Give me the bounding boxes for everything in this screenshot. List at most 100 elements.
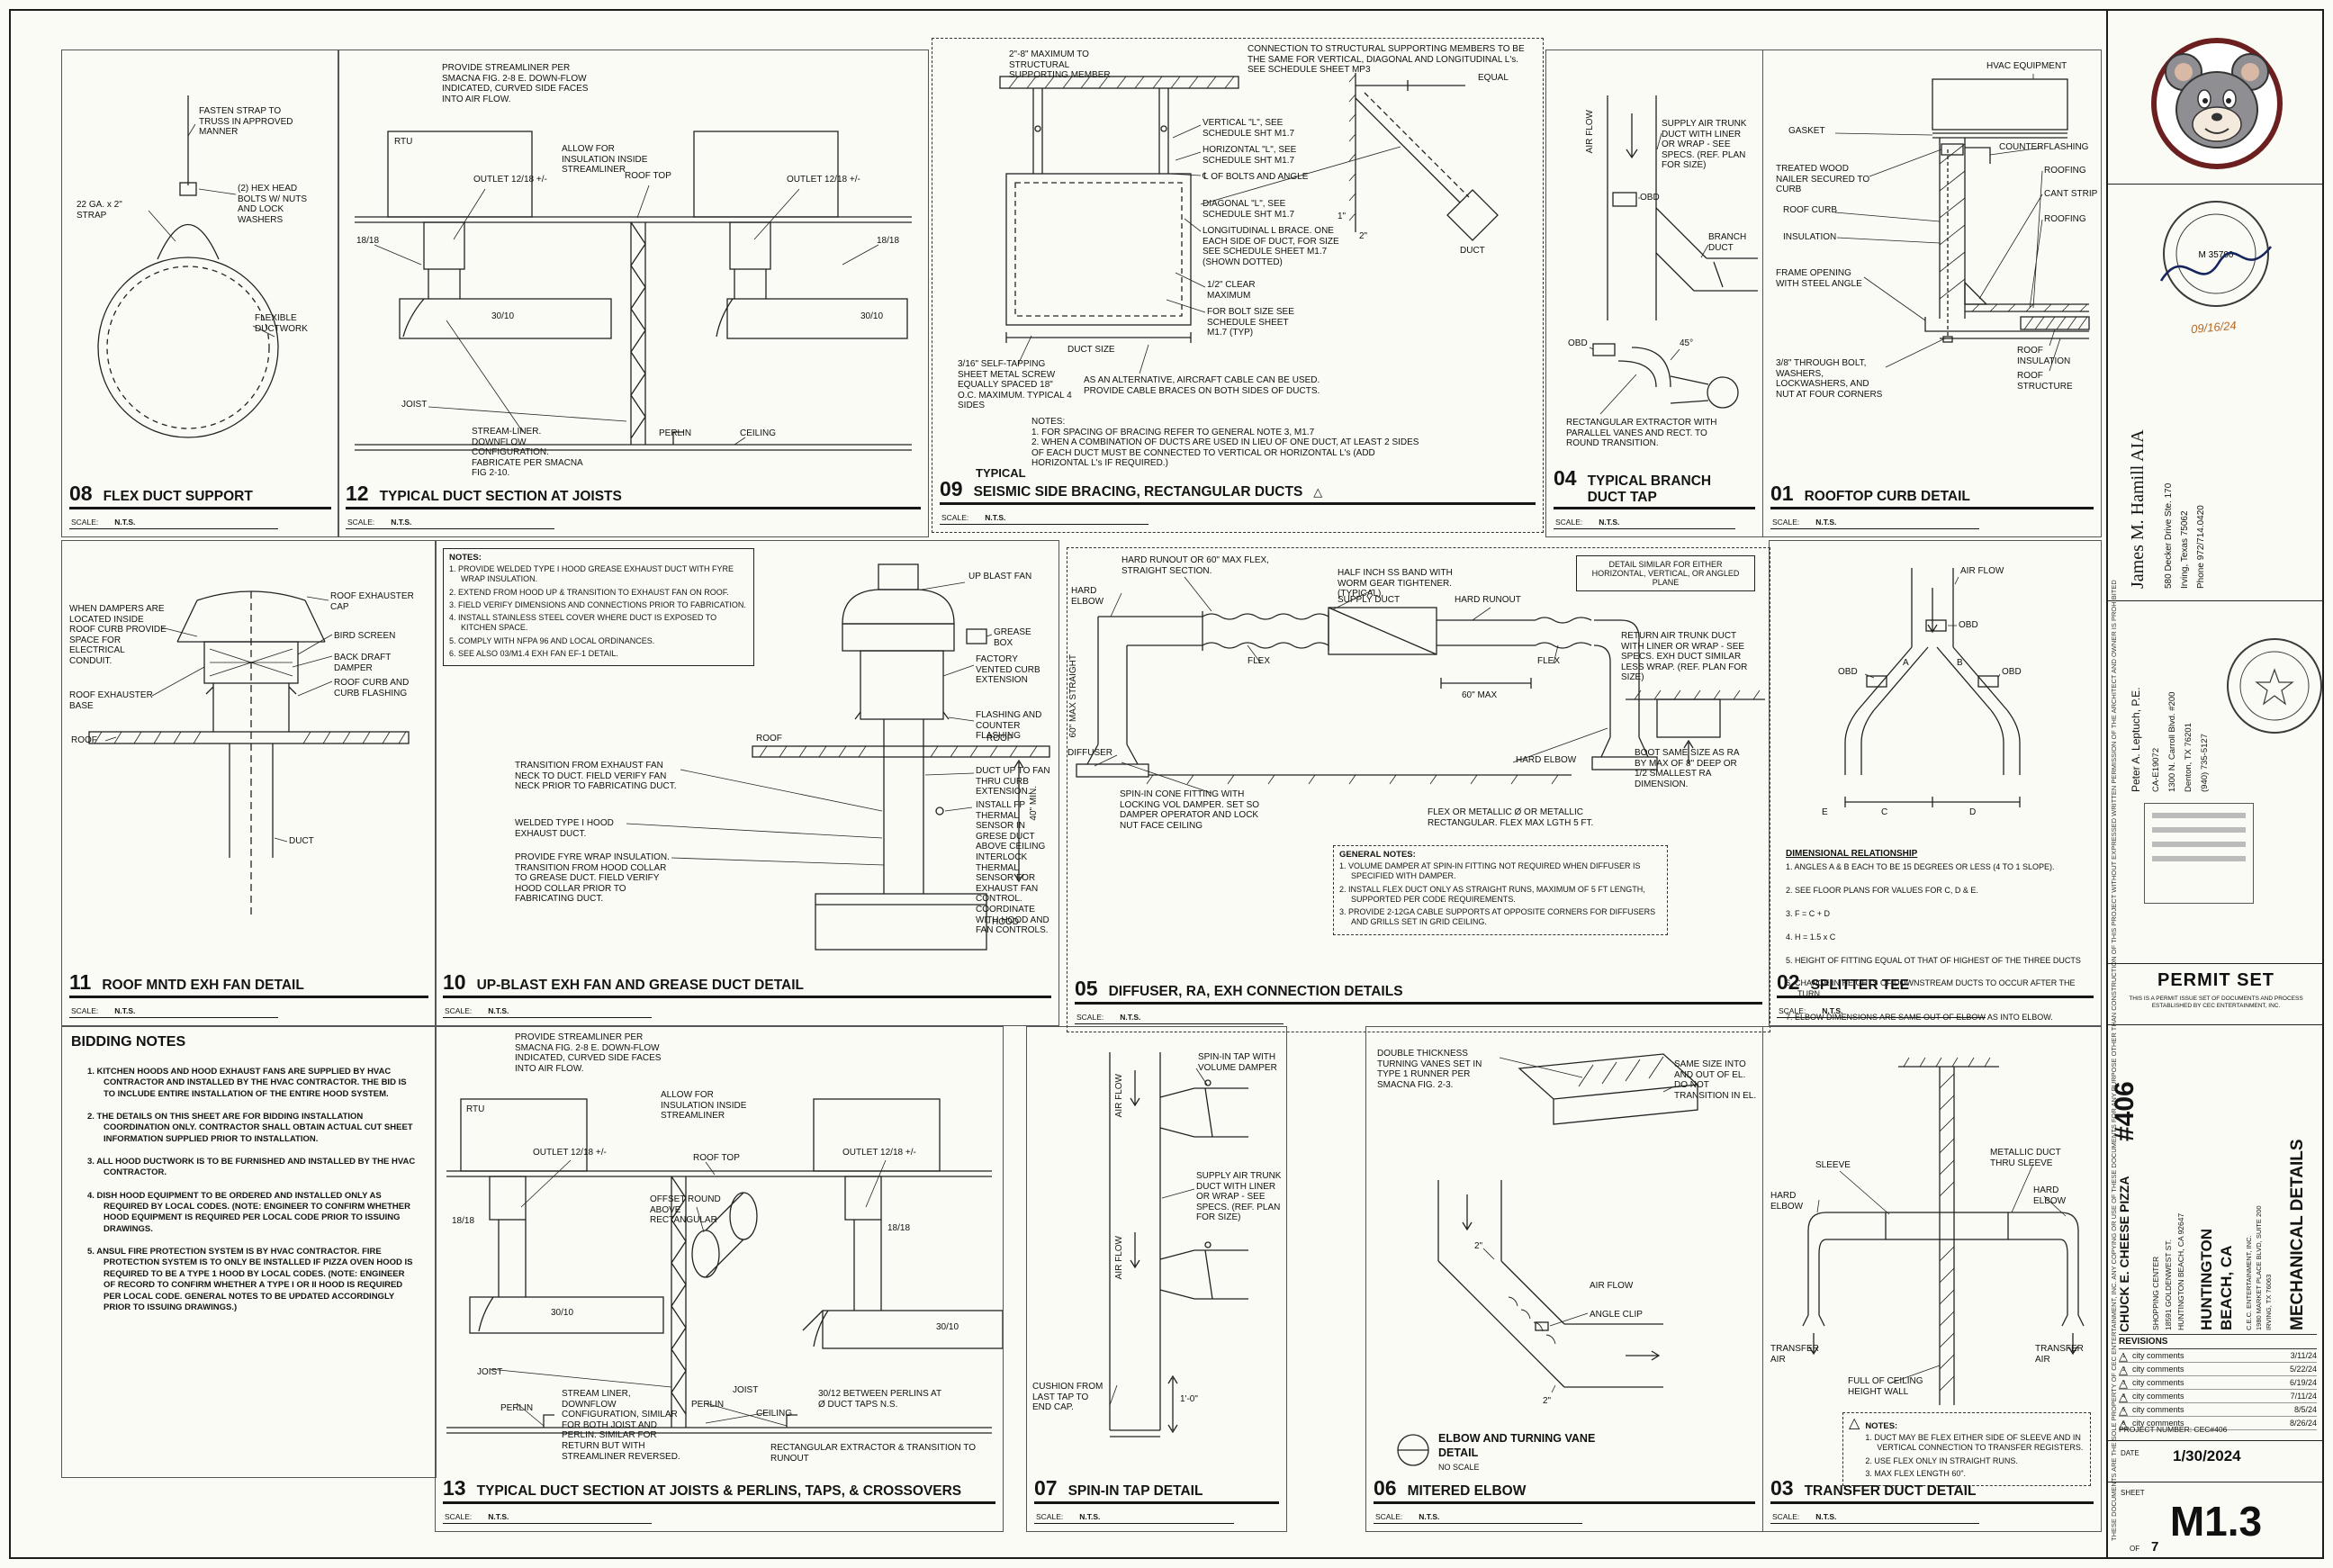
annotation: OBD — [2002, 667, 2022, 677]
annotation: OUTLET 12/18 +/- — [842, 1148, 916, 1158]
scale-value: N.T.S. — [488, 1512, 509, 1521]
scale-value: N.T.S. — [1822, 1006, 1843, 1015]
annotation: DUCT — [289, 836, 314, 846]
annotation: LONGITUDINAL L BRACE. ONE EACH SIDE OF D… — [1203, 226, 1339, 267]
note-item: 6. SEE ALSO 03/M1.4 EXH FAN EF-1 DETAIL. — [449, 648, 618, 658]
chuck-e-cheese-logo — [2151, 38, 2283, 169]
detail-name: TYPICAL DUCT SECTION AT JOISTS & PERLINS… — [476, 1483, 962, 1499]
sub-detail-caption: ELBOW AND TURNING VANE — [1438, 1432, 1596, 1445]
notes-box: △ NOTES: 1. DUCT MAY BE FLEX EITHER SIDE… — [1842, 1412, 2091, 1486]
revision-date: 8/26/24 — [2289, 1419, 2317, 1428]
annotation: 60" MAX STRAIGHT — [1068, 654, 1078, 738]
sheet-of-label: OF — [2130, 1545, 2140, 1553]
scale-value: N.T.S. — [1419, 1512, 1440, 1521]
engineer-phone: (940) 735-5127 — [2200, 734, 2210, 792]
bidding-notes-list: 1. KITCHEN HOODS AND HOOD EXHAUST FANS A… — [87, 1067, 419, 1325]
note-item: 4. INSTALL STAINLESS STEEL COVER WHERE D… — [449, 613, 717, 633]
annotation: ROOF TOP — [625, 171, 671, 181]
annotation: OBD — [1640, 193, 1660, 203]
project-address: HUNTINGTON BEACH, CA 92647 — [2176, 1212, 2185, 1330]
note-item: 3. FIELD VERIFY DIMENSIONS AND CONNECTIO… — [449, 599, 746, 609]
annotation: SUPPLY AIR TRUNK DUCT WITH LINER OR WRAP… — [1196, 1171, 1282, 1223]
note-item: 1. PROVIDE WELDED TYPE I HOOD GREASE EXH… — [449, 564, 734, 584]
annotation: 1'-0" — [1180, 1394, 1198, 1404]
roof-fan-drawing — [88, 590, 410, 919]
annotation: STREAM LINER, DOWNFLOW CONFIGURATION, SI… — [562, 1389, 680, 1462]
annotation: ROOFING — [2044, 166, 2086, 176]
bidding-note: 3. ALL HOOD DUCTWORK IS TO BE FURNISHED … — [87, 1157, 416, 1178]
annotation: BRANCH DUCT — [1708, 232, 1747, 253]
annotation: ROOF CURB AND CURB FLASHING — [334, 678, 410, 698]
architect-address: 580 Decker Drive Ste. 170 — [2164, 482, 2174, 589]
revisions-header: REVISIONS — [2119, 1334, 2317, 1349]
detail-12-duct-section-joists: PROVIDE STREAMLINER PER SMACNA FIG. 2-8 … — [338, 50, 929, 537]
scale-label: SCALE: — [1779, 1006, 1806, 1015]
annotation: DUCT — [1460, 246, 1485, 256]
rel-title: DIMENSIONAL RELATIONSHIP — [1786, 848, 1918, 859]
scale-line: SCALE:N.T.S. — [1034, 1510, 1234, 1524]
annotation: 30/10 — [551, 1308, 574, 1318]
sheet-of-count: 7 — [2151, 1539, 2159, 1554]
bracing-notes: NOTES: 1. FOR SPACING OF BRACING REFER T… — [1031, 417, 1419, 469]
signature — [2159, 246, 2273, 282]
annotation: CEILING — [740, 428, 777, 438]
detail-name: ROOF MNTD EXH FAN DETAIL — [102, 978, 304, 993]
annotation: FRAME OPENING WITH STEEL ANGLE — [1776, 268, 1862, 289]
annotation: DOUBLE THICKNESS TURNING VANES SET IN TY… — [1377, 1049, 1482, 1090]
permit-set-subtext: THIS IS A PERMIT ISSUE SET OF DOCUMENTS … — [2129, 996, 2303, 1009]
detail-07-spin-in-tap: AIR FLOW SPIN-IN TAP WITH VOLUME DAMPER … — [1026, 1026, 1287, 1532]
annotation: FLEXIBLE DUCTWORK — [255, 313, 308, 334]
sheet-number: M1.3 — [2169, 1498, 2263, 1545]
scale-line: SCALE:N.T.S. — [1075, 1011, 1284, 1024]
owner-address: 1980 MARKET PLACE BLVD, SUITE 200 — [2255, 1205, 2263, 1330]
annotation: 2" — [1359, 231, 1368, 241]
annotation: 30/10 — [860, 311, 884, 321]
annotation: FLASHING AND COUNTER FLASHING — [976, 710, 1042, 742]
scale-line: SCALE:N.T.S. — [443, 1510, 652, 1524]
signature-date: 09/16/24 — [2190, 318, 2238, 337]
annotation: OUTLET 12/18 +/- — [473, 175, 547, 185]
revision-triangle-icon: △6 — [2119, 1416, 2128, 1430]
scale-label: SCALE: — [1375, 1512, 1403, 1521]
diffuser-connections-drawing — [1076, 576, 1765, 794]
detail-name: DIFFUSER, RA, EXH CONNECTION DETAILS — [1108, 984, 1403, 999]
note-item: 5. HEIGHT OF FITTING EQUAL OT THAT OF HI… — [1786, 955, 2081, 965]
annotation: D — [1969, 807, 1977, 817]
owner-address: IRVING, TX 76063 — [2265, 1274, 2273, 1330]
sheet-label: SHEET — [2121, 1489, 2145, 1497]
annotation: SLEEVE — [1815, 1160, 1851, 1170]
annotation: BACK DRAFT DAMPER — [334, 653, 392, 673]
engineer-license: CA-E19072 — [2151, 747, 2161, 792]
scale-label: SCALE: — [445, 1006, 473, 1015]
note-item: 5. COMPLY WITH NFPA 96 AND LOCAL ORDINAN… — [449, 635, 655, 645]
divider — [2108, 963, 2324, 964]
sub-detail-caption: DETAIL — [1438, 1446, 1479, 1459]
detail-number: 03 — [1770, 1476, 1794, 1500]
scale-value: N.T.S. — [114, 1006, 136, 1015]
annotation: ROOF — [71, 735, 97, 745]
bidding-note: 2. THE DETAILS ON THIS SHEET ARE FOR BID… — [87, 1112, 413, 1144]
seismic-bracing-drawing — [999, 73, 1499, 374]
annotation: 2" — [1543, 1396, 1552, 1406]
annotation: FOR BOLT SIZE SEE SCHEDULE SHEET M1.7 (T… — [1207, 307, 1294, 338]
revision-desc: city comments — [2132, 1378, 2184, 1387]
annotation: ROOF EXHAUSTER CAP — [330, 591, 414, 612]
annotation: BIRD SCREEN — [334, 631, 396, 641]
annotation: 18/18 — [452, 1216, 475, 1226]
scale-label: SCALE: — [1555, 518, 1583, 527]
divider — [2108, 184, 2324, 185]
annotation: SUPPLY AIR TRUNK DUCT WITH LINER OR WRAP… — [1662, 119, 1747, 171]
sheet-title: MECHANICAL DETAILS — [2288, 1139, 2307, 1330]
annotation: INSULATION — [1783, 232, 1837, 242]
annotation: 30/10 — [491, 311, 515, 321]
engineer-seal — [2227, 638, 2322, 734]
annotation: HARD ELBOW — [1770, 1191, 1804, 1212]
scale-line: SCALE: N.T.S. — [1374, 1510, 1582, 1524]
annotation: FLEX OR METALLIC Ø OR METALLIC RECTANGUL… — [1428, 807, 1594, 828]
annotation: HALF INCH SS BAND WITH WORM GEAR TIGHTEN… — [1338, 568, 1453, 599]
duct-section-perlins-drawing — [446, 1098, 1003, 1434]
annotation: HORIZONTAL "L", SEE SCHEDULE SHT M1.7 — [1203, 145, 1297, 166]
